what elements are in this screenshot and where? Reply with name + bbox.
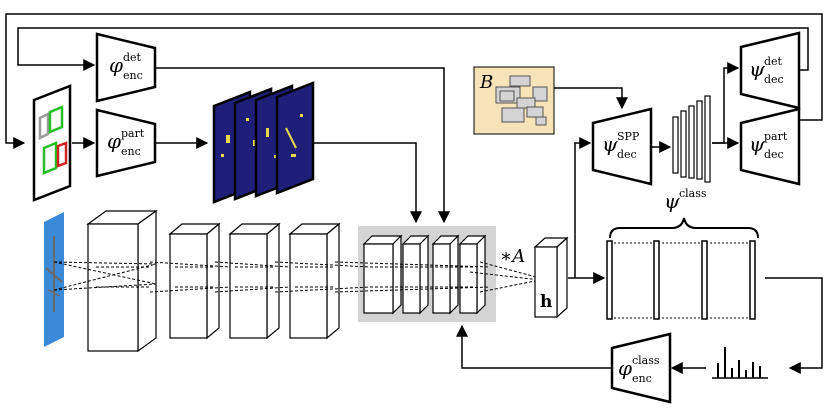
part-decoder: ψ part dec — [739, 107, 801, 186]
class-head-sup: class — [679, 187, 707, 200]
det-encoder-symbol: φ — [109, 53, 123, 77]
feature-h-label: h — [540, 292, 552, 312]
encoder-arrows — [155, 67, 450, 224]
top-feedback-loop — [5, 13, 823, 149]
part-boxes-icon — [32, 84, 72, 202]
det-decoder: ψ det dec — [739, 31, 801, 110]
attention-label: ∗A — [500, 246, 525, 267]
receptive-field-lines — [53, 261, 541, 293]
class-brace — [609, 217, 759, 239]
part-encoder-symbol: φ — [107, 129, 121, 153]
feature-h-block: h — [533, 236, 569, 319]
det-decoder-sup: det — [764, 55, 783, 68]
class-encoder: φ class enc — [610, 332, 672, 404]
class-encoder-symbol: φ — [618, 356, 632, 380]
attention-blocks — [362, 234, 487, 315]
part-decoder-sub: dec — [764, 148, 784, 161]
class-encoder-arrow — [456, 324, 612, 369]
class-feature-bars — [672, 95, 711, 183]
part-encoder-sup: part — [121, 127, 145, 140]
class-encoder-sub: enc — [632, 372, 652, 385]
decoder-arrows — [712, 62, 740, 149]
det-encoder-sup: det — [123, 51, 142, 64]
det-encoder-sub: enc — [123, 69, 143, 82]
part-encoder-sub: enc — [121, 145, 141, 158]
det-encoder: φ det enc — [95, 32, 157, 103]
class-encoder-sup: class — [632, 354, 660, 367]
heatmap-stack-icon — [212, 81, 315, 204]
output-loop — [765, 277, 823, 374]
airplane-image-icon — [44, 212, 64, 347]
part-encoder: φ part enc — [95, 108, 157, 178]
h-arrows — [568, 137, 606, 284]
spp-decoder-sup: SPP — [617, 130, 640, 143]
spp-decoder-sub: dec — [617, 148, 637, 161]
spp-decoder-symbol: ψ — [602, 132, 618, 156]
det-decoder-symbol: ψ — [749, 57, 765, 81]
bbox-arrow — [554, 87, 628, 110]
bbox-set-label: B — [479, 72, 493, 93]
bbox-set-panel: B — [473, 66, 555, 135]
det-decoder-sub: dec — [764, 73, 784, 86]
part-decoder-symbol: ψ — [749, 132, 765, 156]
class-token-panel — [606, 240, 756, 320]
spp-decoder: ψ SPP dec — [591, 107, 653, 186]
part-decoder-sup: part — [764, 130, 788, 143]
backbone-blocks — [86, 209, 341, 353]
class-head-symbol: ψ — [664, 189, 680, 213]
histogram-icon — [712, 347, 768, 379]
